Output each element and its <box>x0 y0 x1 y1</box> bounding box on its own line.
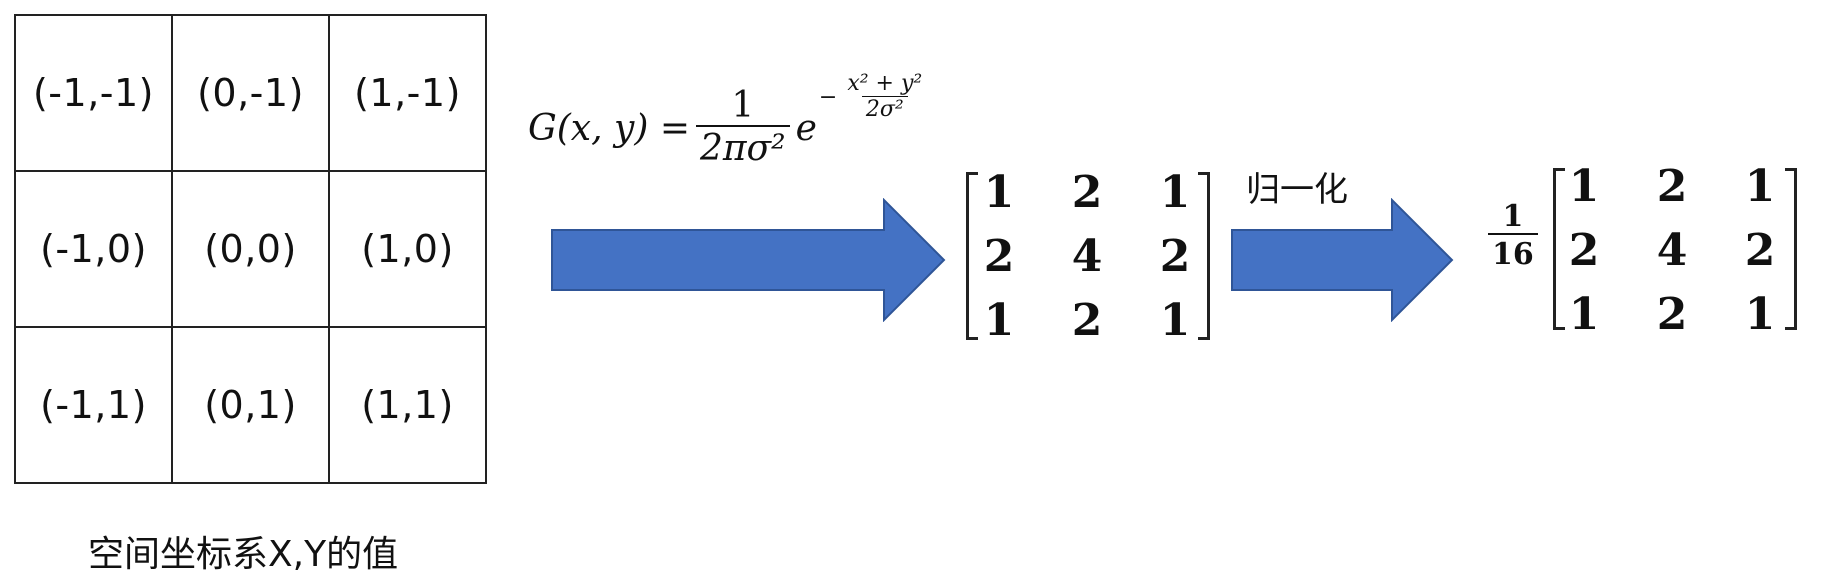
formula-lhs: G(x, y) = <box>528 107 690 149</box>
normalized-matrix: 1 2 1 2 4 2 1 2 1 <box>1540 154 1804 346</box>
matrix-value: 1 <box>1568 288 1600 340</box>
gaussian-formula: G(x, y) = 1 2πσ² e − x² + y² 2σ² <box>528 72 932 178</box>
matrix-value: 1 <box>1744 288 1776 340</box>
matrix-value: 1 <box>983 294 1015 346</box>
grid-caption: 空间坐标系X,Y的值 <box>88 534 399 575</box>
matrix-value: 2 <box>1656 288 1688 340</box>
matrix-value: 1 <box>1159 294 1191 346</box>
coord-cell: (-1,0) <box>15 171 172 327</box>
coord-cell: (1,0) <box>329 171 486 327</box>
exponent-sign: − <box>818 85 838 111</box>
formula-exponent: − x² + y² 2σ² <box>819 72 932 124</box>
matrix-value: 2 <box>1656 160 1688 212</box>
normalize-label: 归一化 <box>1246 170 1348 210</box>
arrow-right-icon <box>1231 198 1454 322</box>
arrow-right-icon <box>551 198 946 322</box>
matrix-value: 2 <box>1071 294 1103 346</box>
coord-cell: (0,-1) <box>172 15 329 171</box>
matrix-value: 1 <box>1159 166 1191 218</box>
exponent-fraction: x² + y² 2σ² <box>843 72 926 124</box>
matrix-value: 2 <box>1744 224 1776 276</box>
matrix-value: 2 <box>1159 230 1191 282</box>
scale-numerator: 1 <box>1502 199 1524 234</box>
scale-fraction: 1 16 <box>1488 200 1538 274</box>
coord-cell: (0,1) <box>172 327 329 483</box>
matrix-value: 1 <box>1568 160 1600 212</box>
formula-numerator: 1 <box>731 84 755 126</box>
matrix-bracket-left <box>966 172 978 340</box>
matrix-bracket-left <box>1553 168 1565 330</box>
matrix-value: 2 <box>1568 224 1600 276</box>
coord-cell: (1,1) <box>329 327 486 483</box>
exponent-numerator: x² + y² <box>847 71 923 97</box>
matrix-value: 2 <box>1071 166 1103 218</box>
coord-cell: (-1,1) <box>15 327 172 483</box>
matrix-value: 1 <box>1744 160 1776 212</box>
matrix-value: 4 <box>1071 230 1103 282</box>
exponent-denominator: 2σ² <box>861 96 908 123</box>
coord-cell: (1,-1) <box>329 15 486 171</box>
coord-cell: (0,0) <box>172 171 329 327</box>
matrix-value: 1 <box>983 166 1015 218</box>
matrix-value: 4 <box>1656 224 1688 276</box>
formula-fraction: 1 2πσ² <box>695 84 790 171</box>
scale-denominator: 16 <box>1488 233 1538 274</box>
kernel-matrix: 1 2 1 2 4 2 1 2 1 <box>955 160 1219 352</box>
matrix-value: 2 <box>983 230 1015 282</box>
matrix-bracket-right <box>1785 168 1797 330</box>
formula-denominator: 2πσ² <box>695 125 790 170</box>
matrix-bracket-right <box>1198 172 1210 340</box>
formula-base: e <box>795 107 817 149</box>
coord-cell: (-1,-1) <box>15 15 172 171</box>
coordinate-grid: (-1,-1) (0,-1) (1,-1) (-1,0) (0,0) (1,0)… <box>14 14 487 484</box>
